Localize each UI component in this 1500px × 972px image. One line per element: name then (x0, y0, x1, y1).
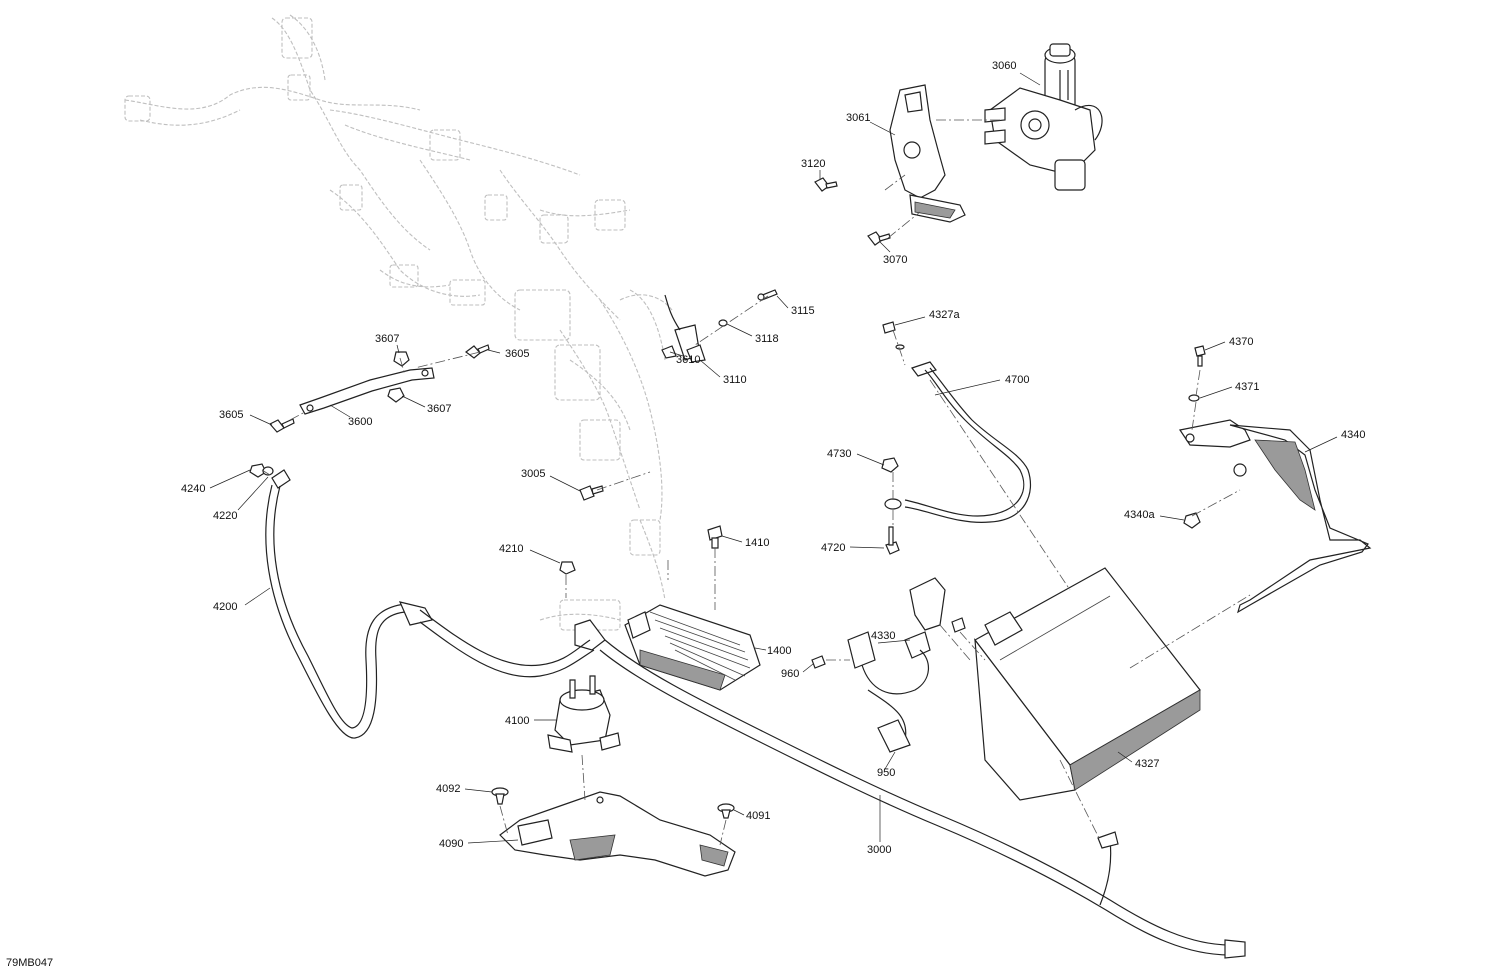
strap-3600 (299, 367, 435, 415)
washer-4371 (1188, 394, 1200, 402)
callout-labels: 3060 3061 3120 3070 3115 3118 3110 3610 … (6, 60, 1365, 969)
label-3060: 3060 (992, 60, 1016, 72)
screw-3610 (661, 345, 677, 359)
label-3607-lower: 3607 (427, 403, 451, 415)
alignment-lines (261, 119, 1251, 846)
nut-4340a (1183, 512, 1201, 529)
main-cable-3000 (419, 609, 1246, 959)
label-4330: 4330 (871, 630, 895, 642)
label-3607-upper: 3607 (375, 333, 399, 345)
nut-4730 (881, 457, 899, 473)
bracket-3061 (889, 84, 966, 223)
bolt-4327a (882, 321, 905, 350)
label-1400: 1400 (767, 645, 791, 657)
push-rivet-4091 (717, 803, 735, 819)
label-950: 950 (877, 767, 895, 779)
sensor-3110 (664, 294, 706, 363)
label-4210: 4210 (499, 543, 523, 555)
label-3110: 3110 (723, 374, 747, 386)
solenoid-4100 (547, 675, 621, 753)
label-4371: 4371 (1235, 381, 1259, 393)
label-4370: 4370 (1229, 336, 1253, 348)
label-1410: 1410 (745, 537, 769, 549)
label-4327a: 4327a (929, 309, 960, 321)
nut-3607-lower (387, 387, 405, 403)
label-4091: 4091 (746, 810, 770, 822)
label-4200: 4200 (213, 601, 237, 613)
label-3605-lower: 3605 (219, 409, 243, 421)
nut-3607-upper (393, 351, 410, 367)
bolt-4370 (1194, 345, 1206, 367)
battery-4327 (974, 567, 1201, 801)
washer-4210 (559, 561, 576, 575)
screw-960 (811, 655, 826, 669)
terminal-cap-4330 (909, 577, 966, 633)
bracket-4340 (1179, 419, 1372, 614)
actuator-assembly-3060 (984, 43, 1103, 191)
label-4720: 4720 (821, 542, 845, 554)
label-3120: 3120 (801, 158, 825, 170)
bracket-4090 (499, 791, 736, 877)
label-4340: 4340 (1341, 429, 1365, 441)
label-4090: 4090 (439, 838, 463, 850)
label-3605-upper: 3605 (505, 348, 529, 360)
bolt-1410 (707, 525, 723, 549)
label-4327: 4327 (1135, 758, 1159, 770)
label-4730: 4730 (827, 448, 851, 460)
bolt-3120 (814, 177, 838, 192)
label-3005: 3005 (521, 468, 545, 480)
label-4092: 4092 (436, 783, 460, 795)
push-rivet-4092 (491, 787, 509, 805)
ghost-wiring-harness (124, 14, 673, 631)
label-3070: 3070 (883, 254, 907, 266)
diagram-id: 79MB047 (6, 957, 53, 969)
label-3610: 3610 (676, 354, 700, 366)
screw-3005 (579, 485, 604, 501)
leader-lines (209, 72, 1338, 844)
label-3000: 3000 (867, 844, 891, 856)
harness-connector-950 (847, 631, 931, 753)
screw-3115 (757, 289, 778, 301)
label-4700: 4700 (1005, 374, 1029, 386)
label-4340a: 4340a (1124, 509, 1155, 521)
bolt-3070 (867, 231, 891, 246)
voltage-regulator-1400 (624, 604, 761, 691)
label-4220: 4220 (213, 510, 237, 522)
label-4240: 4240 (181, 483, 205, 495)
label-960: 960 (781, 668, 799, 680)
label-3118: 3118 (755, 333, 779, 345)
label-3115: 3115 (791, 305, 815, 317)
label-4100: 4100 (505, 715, 529, 727)
washer-3118 (718, 319, 728, 327)
bolt-3605-lower (269, 418, 295, 433)
cable-4200 (265, 469, 433, 739)
cable-4700 (884, 361, 1032, 523)
label-3600: 3600 (348, 416, 372, 428)
label-3061: 3061 (846, 112, 870, 124)
bolt-4720 (885, 526, 900, 555)
nut-4240 (249, 463, 267, 478)
bolt-3605-upper (465, 344, 490, 359)
